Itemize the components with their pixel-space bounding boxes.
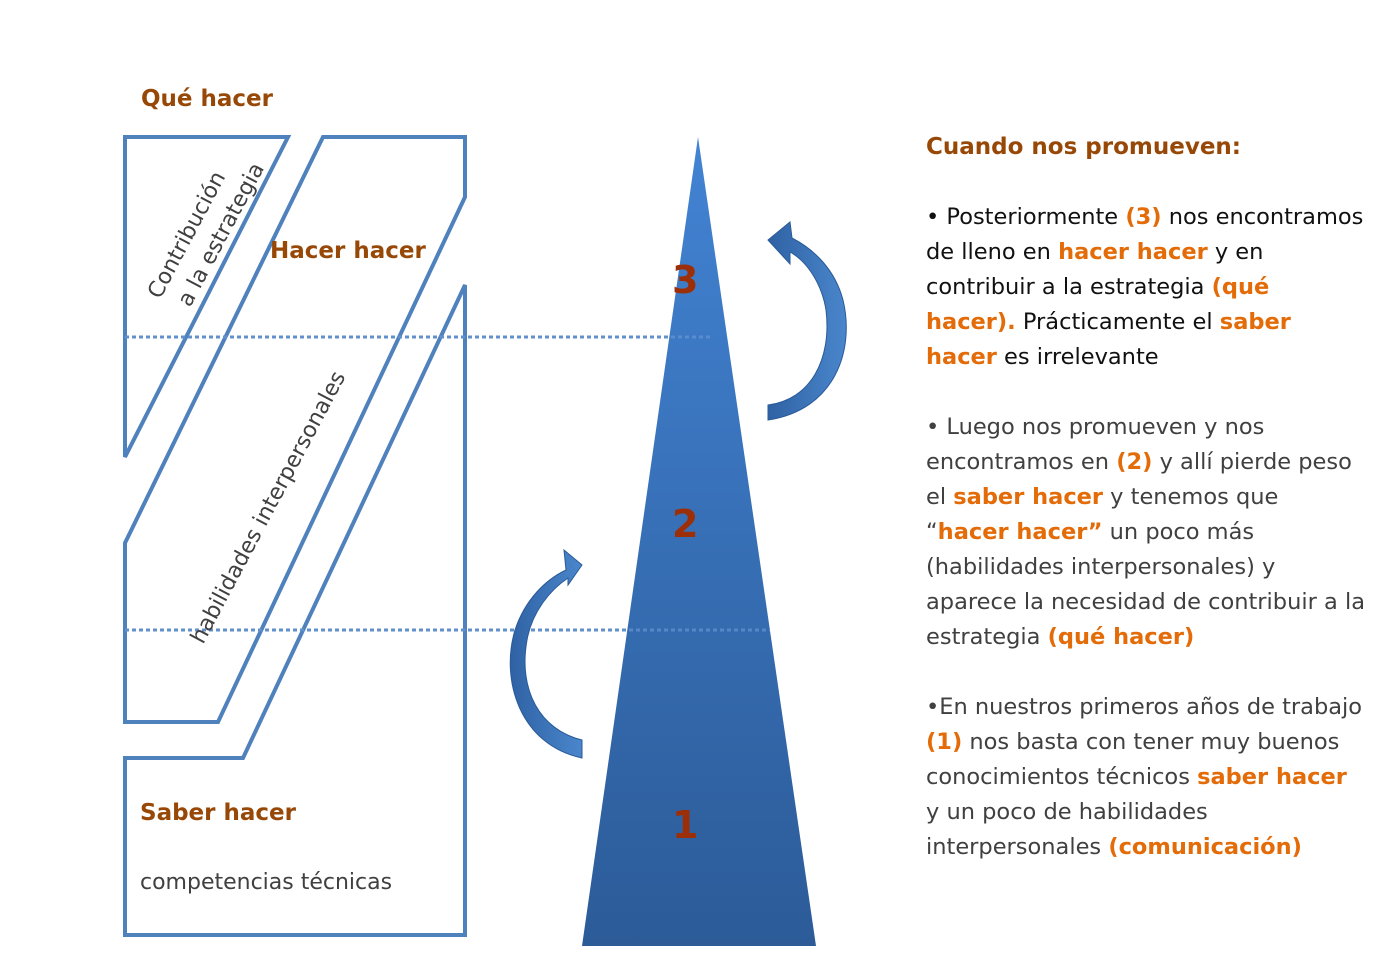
highlighted-text: (2) (1116, 449, 1153, 475)
paragraph-level-1: •En nuestros primeros años de trabajo (1… (926, 690, 1366, 865)
body-text: nos basta con tener muy buenos conocimie… (926, 729, 1340, 790)
curved-arrow-up-right-icon (509, 548, 583, 759)
body-text: • Luego nos promueven y nos encontramos … (926, 414, 1265, 475)
que-hacer-label: Qué hacer (141, 86, 274, 112)
highlighted-text: saber hacer (1197, 764, 1347, 790)
body-text: y un poco de habilidades interpersonales (926, 799, 1208, 860)
highlighted-text: saber hacer (926, 309, 1291, 370)
que-hacer-shape (123, 135, 292, 458)
body-text: •En nuestros primeros años de trabajo (926, 694, 1363, 720)
highlighted-text: (1) (926, 729, 963, 755)
body-text: nos encontramos de lleno en (926, 204, 1364, 265)
body-text: Prácticamente el (1015, 309, 1220, 335)
level-2-number: 2 (672, 502, 699, 546)
level-1-number: 1 (672, 803, 699, 847)
body-text: y en contribuir a la estrategia (926, 239, 1264, 300)
explanation-panel: Cuando nos promueven: • Posteriormente (… (926, 130, 1366, 900)
highlighted-text: (qué hacer) (1047, 624, 1195, 650)
competencias-label: competencias técnicas (140, 870, 393, 895)
paragraph-level-2: • Luego nos promueven y nos encontramos … (926, 410, 1366, 655)
highlighted-text: hacer hacer” (937, 519, 1103, 545)
body-text: un poco más (habilidades interpersonales… (926, 519, 1365, 650)
hacer-hacer-label: Hacer hacer (270, 238, 426, 264)
highlighted-text: (qué hacer). (926, 274, 1270, 335)
level-3-number: 3 (672, 258, 699, 302)
highlighted-text: hacer hacer (1058, 239, 1208, 265)
body-text: y allí pierde peso el (926, 449, 1352, 510)
saber-hacer-shape (123, 284, 467, 937)
highlighted-text: (comunicación) (1108, 834, 1302, 860)
body-text: • Posteriormente (926, 204, 1126, 230)
career-pyramid (582, 137, 816, 946)
highlighted-text: saber hacer (953, 484, 1104, 510)
curved-arrow-up-icon (767, 221, 847, 421)
paragraph-level-3: • Posteriormente (3) nos encontramos de … (926, 200, 1366, 375)
hacer-hacer-shape (123, 135, 467, 724)
habilidades-label: habilidades interpersonales (186, 367, 351, 647)
explanation-heading: Cuando nos promueven: (926, 134, 1242, 160)
body-text: es irrelevante (996, 344, 1159, 370)
body-text: y tenemos que “ (926, 484, 1279, 545)
saber-hacer-label: Saber hacer (140, 800, 296, 826)
highlighted-text: (3) (1125, 204, 1162, 230)
